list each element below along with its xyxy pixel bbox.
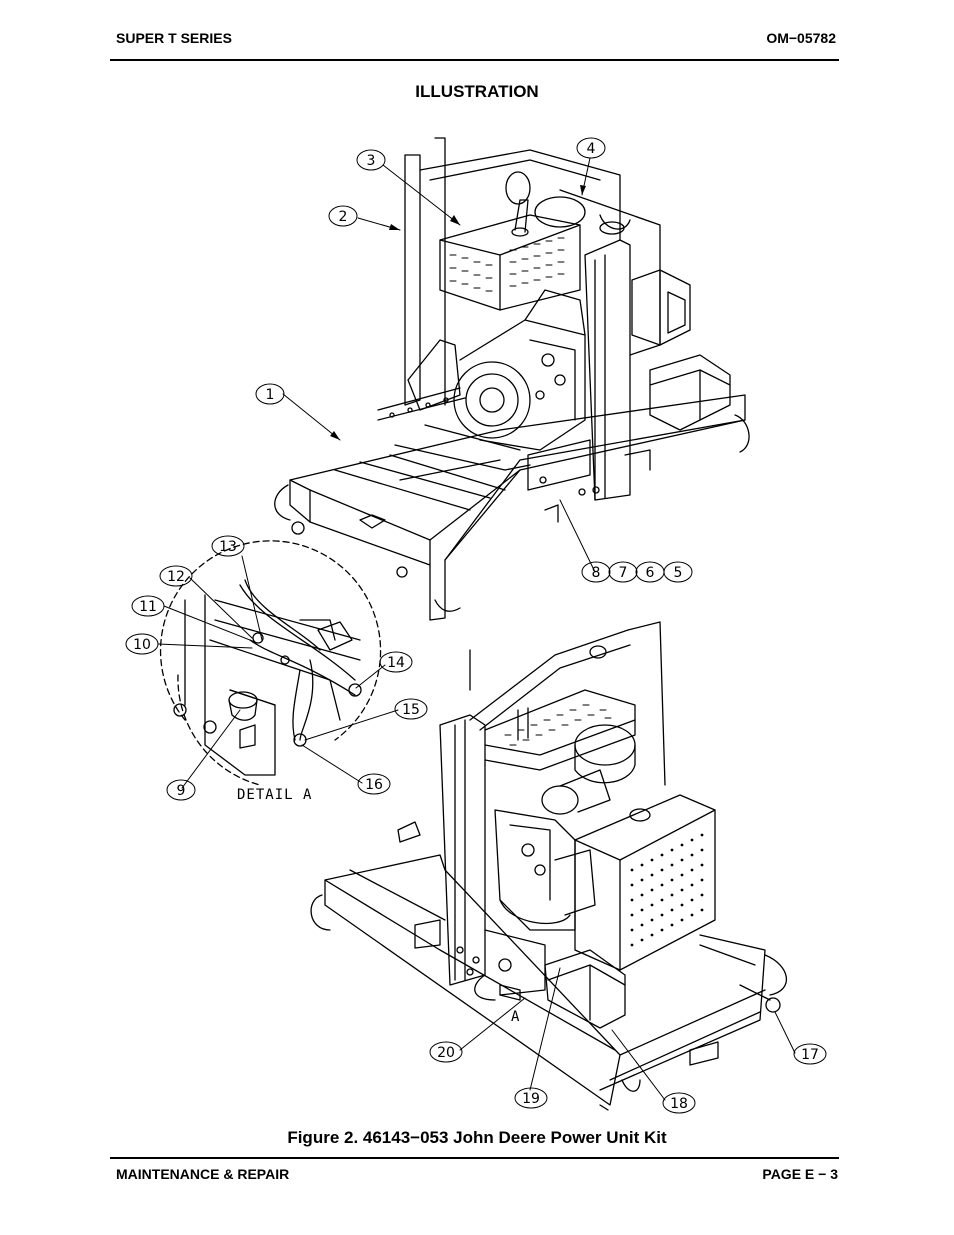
- detail-a-label: DETAIL A: [237, 787, 312, 803]
- callout-11: 11: [131, 595, 165, 617]
- callout-16: 16: [357, 773, 391, 795]
- callout-5: 5: [663, 561, 693, 583]
- callout-2: 2: [328, 205, 358, 227]
- header-document-number: OM−05782: [766, 30, 836, 46]
- callout-9: 9: [166, 779, 196, 801]
- svg-text:4: 4: [587, 141, 596, 157]
- svg-text:16: 16: [365, 777, 383, 793]
- callout-13: 13: [211, 535, 245, 557]
- header-rule: [110, 59, 839, 61]
- leader-lines: [157, 157, 796, 1101]
- section-title: ILLUSTRATION: [415, 82, 539, 101]
- svg-text:14: 14: [387, 655, 405, 671]
- callout-7: 7: [608, 561, 638, 583]
- callout-3: 3: [356, 149, 386, 171]
- svg-text:7: 7: [619, 565, 628, 581]
- callout-10: 10: [125, 633, 159, 655]
- callout-6: 6: [635, 561, 665, 583]
- callout-8: 8: [581, 561, 611, 583]
- svg-text:11: 11: [139, 599, 157, 615]
- svg-text:3: 3: [367, 153, 376, 169]
- header-series: SUPER T SERIES: [116, 30, 232, 46]
- figure-caption: Figure 2. 46143−053 John Deere Power Uni…: [287, 1128, 667, 1147]
- svg-text:8: 8: [592, 565, 601, 581]
- detail-a-view: [159, 540, 382, 786]
- svg-text:6: 6: [646, 565, 655, 581]
- bottom-assembly: [310, 621, 788, 1111]
- svg-text:18: 18: [670, 1096, 688, 1112]
- callout-18: 18: [662, 1092, 696, 1114]
- top-assembly: [274, 137, 750, 621]
- svg-text:19: 19: [522, 1091, 540, 1107]
- svg-text:15: 15: [402, 702, 420, 718]
- leader-arrowheads: [330, 185, 586, 440]
- view-marker-a: A: [511, 1009, 520, 1025]
- callout-1: 1: [255, 383, 285, 405]
- footer-rule: [110, 1157, 839, 1159]
- svg-text:2: 2: [339, 209, 348, 225]
- svg-text:1: 1: [266, 387, 275, 403]
- callout-15: 15: [394, 698, 428, 720]
- callout-17: 17: [793, 1043, 827, 1065]
- footer-section: MAINTENANCE & REPAIR: [116, 1166, 290, 1182]
- svg-text:17: 17: [801, 1047, 819, 1063]
- svg-text:20: 20: [437, 1045, 455, 1061]
- callouts: 1 2 3 4 5 6 7 8 9 10 11: [125, 137, 827, 1114]
- footer-page-number: PAGE E − 3: [762, 1166, 838, 1182]
- callout-20: 20: [429, 1041, 463, 1063]
- svg-text:5: 5: [674, 565, 683, 581]
- svg-text:13: 13: [219, 539, 237, 555]
- svg-text:10: 10: [133, 637, 151, 653]
- callout-14: 14: [379, 651, 413, 673]
- callout-4: 4: [576, 137, 606, 159]
- callout-12: 12: [159, 565, 193, 587]
- svg-text:12: 12: [167, 569, 185, 585]
- callout-19: 19: [514, 1087, 548, 1109]
- svg-text:9: 9: [177, 783, 186, 799]
